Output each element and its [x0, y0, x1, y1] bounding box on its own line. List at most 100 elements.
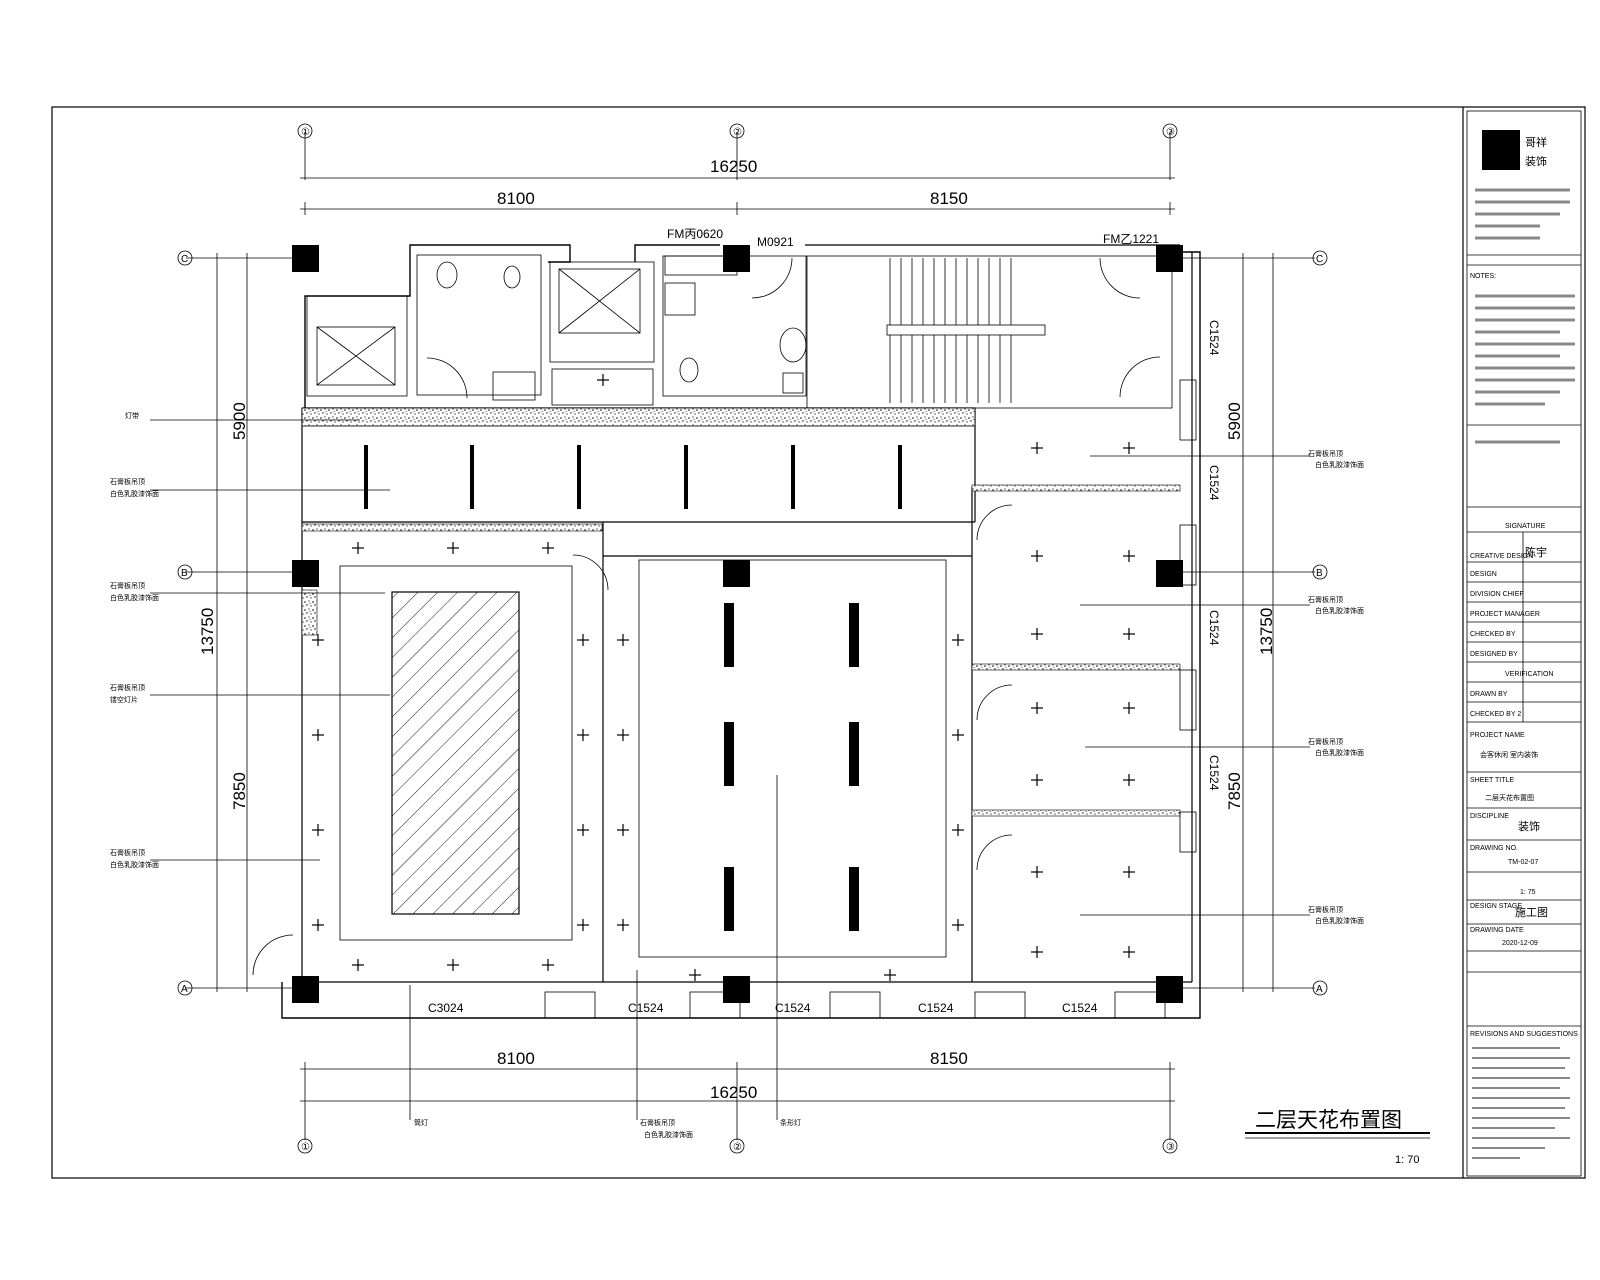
window-labels-right: C1524 C1524 C1524 C1524	[1207, 320, 1221, 791]
revisions-text-lines	[1472, 1047, 1570, 1159]
dim-top-left: 8100	[497, 189, 535, 208]
window-label-right-4: C1524	[1207, 755, 1221, 791]
date-value: 2020-12-09	[1502, 940, 1538, 947]
note-left-3b: 白色乳胶漆饰面	[110, 593, 159, 602]
sheet-title-label: SHEET TITLE	[1470, 777, 1514, 784]
axis-label-bottom-1: ①	[301, 1142, 310, 1153]
note-left-5a: 石膏板吊顶	[110, 848, 145, 857]
note-left-3a: 石膏板吊顶	[110, 581, 145, 590]
axis-label-right-b: B	[1316, 568, 1323, 579]
right-facade-windows	[1179, 379, 1197, 853]
axis-label-right-a: A	[1316, 984, 1323, 995]
dim-left-lower: 7850	[230, 772, 249, 810]
light-band	[301, 407, 976, 427]
window-label-right-3: C1524	[1207, 610, 1221, 646]
note-left-2b: 白色乳胶漆饰面	[110, 489, 159, 498]
drawing-scale: 1: 70	[1395, 1154, 1419, 1166]
date-label: DRAWING DATE	[1470, 927, 1524, 934]
restroom-fixtures	[436, 255, 807, 401]
notes-left: 灯带 石膏板吊顶 白色乳胶漆饰面 石膏板吊顶 白色乳胶漆饰面 石膏板吊顶 镂空灯…	[110, 411, 390, 869]
stage-label: DESIGN STAGE	[1470, 903, 1522, 910]
note-bottom-1: 筒灯	[414, 1118, 428, 1127]
sheet-title-value: 二层天花布置图	[1485, 793, 1534, 802]
note-right-1a: 石膏板吊顶	[1308, 449, 1343, 458]
window-label-bottom-3: C1524	[775, 1001, 811, 1015]
revisions-label: REVISIONS AND SUGGESTIONS	[1470, 1031, 1578, 1038]
axis-label-left-b: B	[181, 568, 188, 579]
note-right-2b: 白色乳胶漆饰面	[1315, 606, 1364, 615]
note-bottom-2a: 石膏板吊顶	[640, 1118, 675, 1127]
stair-handrail	[886, 324, 1046, 336]
dim-bottom-total: 16250	[710, 1083, 757, 1102]
elevator-shafts	[316, 268, 654, 406]
dim-bottom-left: 8100	[497, 1049, 535, 1068]
axis-label-right-c: C	[1316, 254, 1323, 265]
window-label-bottom-4: C1524	[918, 1001, 954, 1015]
doors	[252, 257, 1161, 976]
left-room-ceiling	[339, 565, 573, 941]
dim-right-upper: 5900	[1225, 402, 1244, 440]
sheet-border	[51, 106, 1586, 1179]
dim-top-right: 8150	[930, 189, 968, 208]
note-right-3b: 白色乳胶漆饰面	[1315, 748, 1364, 757]
drawn-label: DRAWN BY	[1470, 691, 1508, 698]
note-left-4a: 石膏板吊顶	[110, 683, 145, 692]
left-dimensions: C B A 5900 7850 13750	[177, 250, 300, 996]
note-bottom-2b: 白色乳胶漆饰面	[644, 1130, 693, 1139]
note-right-3a: 石膏板吊顶	[1308, 737, 1343, 746]
design-stage-value: 施工图	[1515, 906, 1548, 919]
door-label-fm-yi: FM乙1221	[1103, 232, 1159, 246]
company-logo	[1482, 130, 1520, 170]
window-label-right-1: C1524	[1207, 320, 1221, 356]
dim-top-total: 16250	[710, 157, 757, 176]
signature-label: SIGNATURE	[1505, 523, 1546, 530]
checked2-label: CHECKED BY 2	[1470, 711, 1521, 718]
note-left-5b: 白色乳胶漆饰面	[110, 860, 159, 869]
discipline-label: DISCIPLINE	[1470, 813, 1509, 820]
note-left-4b: 镂空灯片	[110, 695, 138, 704]
window-labels-bottom: C3024 C1524 C1524 C1524 C1524	[428, 1001, 1098, 1015]
staircase	[886, 258, 1046, 403]
door-label-fm-bing: FM丙0620	[667, 227, 723, 241]
axis-label-bottom-3: ③	[1166, 1142, 1175, 1153]
drawing-title-block: 二层天花布置图 1: 70	[1245, 1108, 1430, 1166]
window-label-bottom-1: C3024	[428, 1001, 464, 1015]
project-manager-label: PROJECT MANAGER	[1470, 611, 1540, 618]
drawing-no-value: TM-02-07	[1508, 859, 1538, 866]
dim-left-total: 13750	[198, 608, 217, 655]
dim-left-upper: 5900	[230, 402, 249, 440]
checked-label: CHECKED BY	[1470, 631, 1516, 638]
notes-text-lines	[1475, 294, 1575, 444]
door-labels: FM丙0620 M0921 FM乙1221	[667, 227, 1159, 249]
building-walls	[281, 244, 1201, 1019]
note-right-4b: 白色乳胶漆饰面	[1315, 916, 1364, 925]
project-name-value: 会客休闲 室内装饰	[1480, 750, 1538, 759]
creative-label: CREATIVE DESIGN	[1470, 553, 1533, 560]
stamp-signature-1: 陈宇	[1525, 545, 1547, 559]
axis-label-left-a: A	[181, 984, 188, 995]
door-label-m0921: M0921	[757, 235, 794, 249]
scale-value: 1: 75	[1520, 889, 1536, 896]
downlights	[312, 374, 1135, 981]
design-label: DESIGN	[1470, 571, 1497, 578]
axis-label-left-c: C	[181, 254, 188, 265]
note-bottom-3: 条形灯	[780, 1118, 801, 1127]
axis-label-top-1: ①	[301, 127, 310, 138]
discipline-value: 装饰	[1518, 819, 1540, 833]
central-hall-ceiling	[638, 559, 947, 958]
project-name-label: PROJECT NAME	[1470, 732, 1525, 739]
notes-label: NOTES:	[1470, 273, 1496, 280]
axis-label-top-3: ③	[1166, 127, 1175, 138]
bottom-dimensions: ① ② ③ 8100 8150 16250	[297, 1049, 1178, 1154]
window-label-bottom-5: C1524	[1062, 1001, 1098, 1015]
notes-bottom: 筒灯 石膏板吊顶 白色乳胶漆饰面 条形灯	[409, 775, 801, 1139]
division-label: DIVISION CHIEF	[1470, 591, 1524, 598]
note-right-4a: 石膏板吊顶	[1308, 905, 1343, 914]
verification-label: VERIFICATION	[1505, 671, 1553, 678]
window-label-bottom-2: C1524	[628, 1001, 664, 1015]
axis-label-top-2: ②	[733, 127, 742, 138]
note-left-1: 灯带	[125, 411, 139, 420]
top-dimensions: ① ② ③ 16250 8100 8150	[297, 123, 1178, 215]
drawing-title: 二层天花布置图	[1255, 1108, 1402, 1132]
